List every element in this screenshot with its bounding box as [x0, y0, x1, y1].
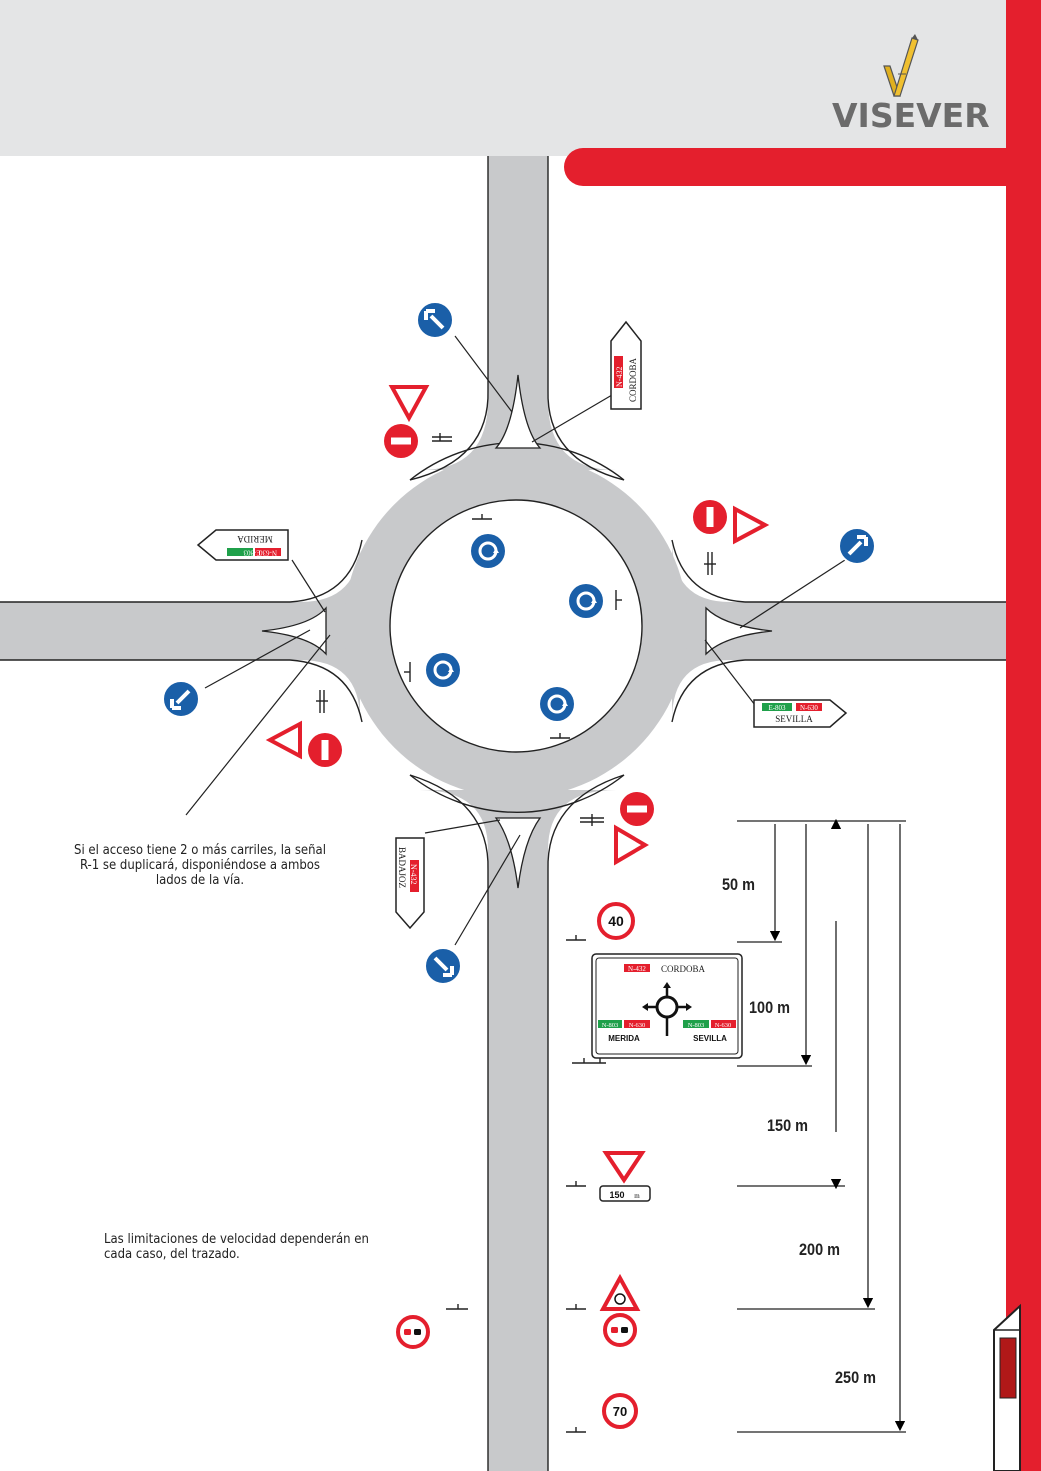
- pre-signal-panel: N-432 CORDOBA N-803 N-630 MERIDA N-803 N…: [591, 953, 743, 1059]
- sign-posts: [316, 433, 716, 1433]
- board-east-code2: N-630: [800, 704, 818, 712]
- blue-arrow-sign-ne-icon: [838, 527, 876, 565]
- roundabout-sign-icon: [471, 534, 505, 568]
- advance-signs: 40 N-432 CORDOBA N-803 N-630 MERIDA N-80…: [396, 902, 743, 1429]
- panel-left-code1: N-803: [602, 1022, 619, 1029]
- distance-150: 150 m: [767, 1116, 808, 1135]
- speed-limit-40-value: 40: [608, 913, 624, 929]
- splitter-island-south: [494, 817, 542, 889]
- brand-suffix: SEVER: [869, 96, 990, 135]
- roundabout-diagram: N-432 CORDOBA E-803 N-630 MERIDA E-803 N…: [0, 156, 1006, 1471]
- yield-ahead-sign-icon: [602, 1151, 646, 1184]
- board-north-city: CORDOBA: [628, 357, 638, 402]
- panel-left-code2: N-630: [629, 1022, 646, 1029]
- distance-250: 250 m: [835, 1368, 876, 1387]
- panel-right-code1: N-803: [688, 1022, 705, 1029]
- roundabout-sign-icon: [540, 687, 574, 721]
- distance-50: 50 m: [722, 875, 755, 894]
- roundabout-sign-icon: [569, 584, 603, 618]
- board-west-code2: N-630: [259, 548, 277, 556]
- leader-lines: [185, 335, 846, 946]
- yield-sign-east-icon: [733, 505, 770, 545]
- brand-accent: I: [857, 96, 870, 135]
- splitter-island-east: [705, 606, 773, 656]
- board-south-code: N-432: [409, 864, 418, 884]
- blue-arrow-sign-sw-icon: [162, 680, 200, 718]
- blue-arrow-sign-nw-icon: [416, 301, 454, 339]
- direction-boards: N-432 CORDOBA E-803 N-630 MERIDA E-803 N…: [196, 320, 848, 930]
- splitter-island-north: [494, 374, 542, 449]
- plate-value: 150: [609, 1190, 624, 1200]
- note-speed-limits: Las limitaciones de velocidad dependerán…: [104, 1232, 369, 1262]
- no-entry-sign-north-icon: [384, 424, 418, 458]
- note-r1-duplication: Si el acceso tiene 2 o más carriles, la …: [74, 843, 326, 888]
- brand-name: VISEVER: [832, 96, 990, 135]
- right-red-bar: [1006, 0, 1041, 1471]
- board-north: N-432 CORDOBA: [610, 320, 642, 410]
- dimension-lines: [737, 818, 906, 1433]
- board-west-city: MERIDA: [237, 534, 273, 544]
- board-south: N-432 BADAJOZ: [395, 837, 425, 930]
- regulatory-signs: [265, 385, 770, 866]
- logo-pencil-icon: [883, 34, 919, 97]
- road-network: [0, 156, 1006, 1471]
- bollard-icon: [993, 1303, 1021, 1471]
- board-east-code1: E-803: [768, 704, 786, 712]
- plate-unit: m: [634, 1192, 640, 1200]
- speed-limit-70-value: 70: [613, 1404, 627, 1419]
- board-west: E-803 N-630 MERIDA: [196, 529, 289, 561]
- no-entry-sign-east-icon: [693, 500, 727, 534]
- header-band: [0, 0, 1006, 156]
- board-east: E-803 N-630 SEVILLA: [753, 699, 848, 728]
- speed-limit-40-sign: 40: [597, 902, 635, 940]
- board-west-code1: E-803: [243, 548, 261, 556]
- roundabout-sign-icon: [426, 653, 460, 687]
- distance-100: 100 m: [749, 998, 790, 1017]
- roundabout-signs: [426, 534, 603, 721]
- no-overtaking-sign-west-icon: [396, 1315, 430, 1349]
- no-entry-sign-west-icon: [308, 733, 342, 767]
- yield-sign-south-icon: [614, 824, 649, 866]
- panel-right-city: SEVILLA: [693, 1034, 727, 1043]
- blue-arrow-sign-se-icon: [424, 947, 462, 985]
- board-north-code: N-432: [615, 367, 624, 387]
- yield-sign-north-icon: [388, 385, 430, 423]
- panel-top-code: N-432: [628, 965, 646, 973]
- panel-right-code2: N-630: [715, 1022, 732, 1029]
- distance-200: 200 m: [799, 1240, 840, 1259]
- board-south-city: BADAJOZ: [397, 847, 407, 888]
- distance-plate: 150 m: [599, 1185, 651, 1202]
- central-island: [389, 499, 643, 753]
- no-overtaking-sign-east-icon: [603, 1313, 637, 1347]
- panel-left-city: MERIDA: [608, 1034, 640, 1043]
- yield-sign-west-icon: [265, 720, 302, 760]
- red-tab: [564, 148, 1014, 186]
- brand-prefix: V: [832, 96, 858, 135]
- panel-top-city: CORDOBA: [661, 964, 706, 974]
- splitter-island-west: [261, 606, 327, 656]
- vertical-road: [488, 156, 548, 1471]
- brand-logo: VISEVER: [832, 34, 990, 138]
- blue-direction-signs: [162, 301, 876, 985]
- no-entry-sign-south-icon: [620, 792, 654, 826]
- speed-limit-70-sign: 70: [602, 1393, 638, 1429]
- roundabout-warning-sign-icon: [599, 1273, 641, 1311]
- board-east-city: SEVILLA: [775, 714, 813, 724]
